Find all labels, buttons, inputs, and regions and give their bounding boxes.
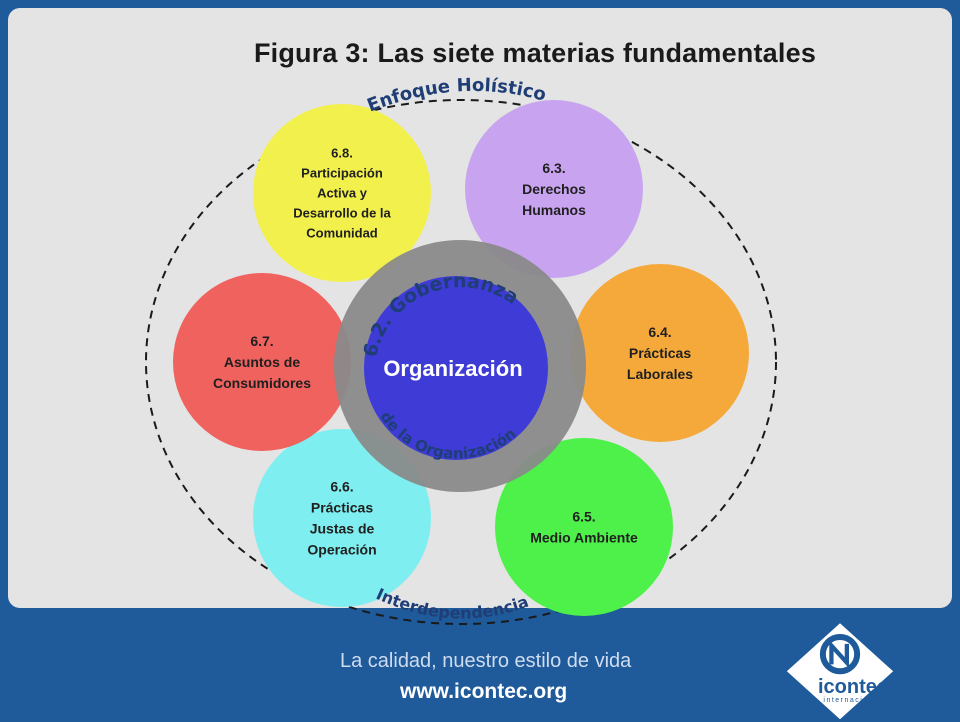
subject-label-6-4: Prácticas — [629, 345, 691, 361]
logo-subtitle: internacional — [823, 697, 883, 704]
subject-circle-6-8 — [253, 104, 431, 282]
subject-label-6-6: Justas de — [310, 520, 375, 536]
subject-circle-6-5 — [495, 438, 673, 616]
icontec-n-logo-icon — [786, 623, 894, 720]
logo-name: icontec — [817, 676, 889, 698]
subject-label-6-6: Operación — [307, 541, 376, 557]
subject-label-6-6: Prácticas — [311, 499, 373, 515]
page-title: Figura 3: Las siete materias fundamental… — [253, 38, 817, 68]
subject-label-6-8: Desarrollo de la — [293, 206, 391, 221]
interdependence-arc-label: Interdependencia — [373, 584, 531, 622]
organization-core — [364, 276, 548, 460]
subject-label-6-8: Participación — [301, 166, 383, 181]
organization-label: Organización — [383, 356, 522, 381]
subject-label-6-8: Activa y — [317, 186, 368, 201]
subject-label-6-7: Consumidores — [213, 375, 311, 391]
subject-label-6-3: Humanos — [522, 202, 586, 218]
subject-label-6-5: 6.5. — [572, 508, 595, 524]
subject-label-6-5: Medio Ambiente — [530, 529, 638, 545]
subject-circle-6-6 — [253, 429, 431, 607]
subject-label-6-6: 6.6. — [330, 478, 353, 494]
subject-label-6-3: 6.3. — [542, 160, 565, 176]
subject-circle-6-7 — [173, 273, 351, 451]
footer-tagline: La calidad, nuestro estilo de vida — [340, 650, 632, 672]
footer-url[interactable]: www.icontec.org — [400, 680, 568, 703]
outer-dashed-ellipse — [145, 99, 777, 625]
subject-circle-6-3 — [465, 100, 643, 278]
subject-label-6-4: Laborales — [627, 366, 693, 382]
subject-label-6-4: 6.4. — [648, 324, 671, 340]
subject-label-6-7: 6.7. — [250, 333, 273, 349]
subject-label-6-7: Asuntos de — [224, 354, 300, 370]
subject-circle-6-4 — [571, 264, 749, 442]
subject-label-6-8: Comunidad — [306, 226, 378, 241]
subject-label-6-8: 6.8. — [331, 146, 353, 161]
subject-label-6-3: Derechos — [522, 181, 586, 197]
